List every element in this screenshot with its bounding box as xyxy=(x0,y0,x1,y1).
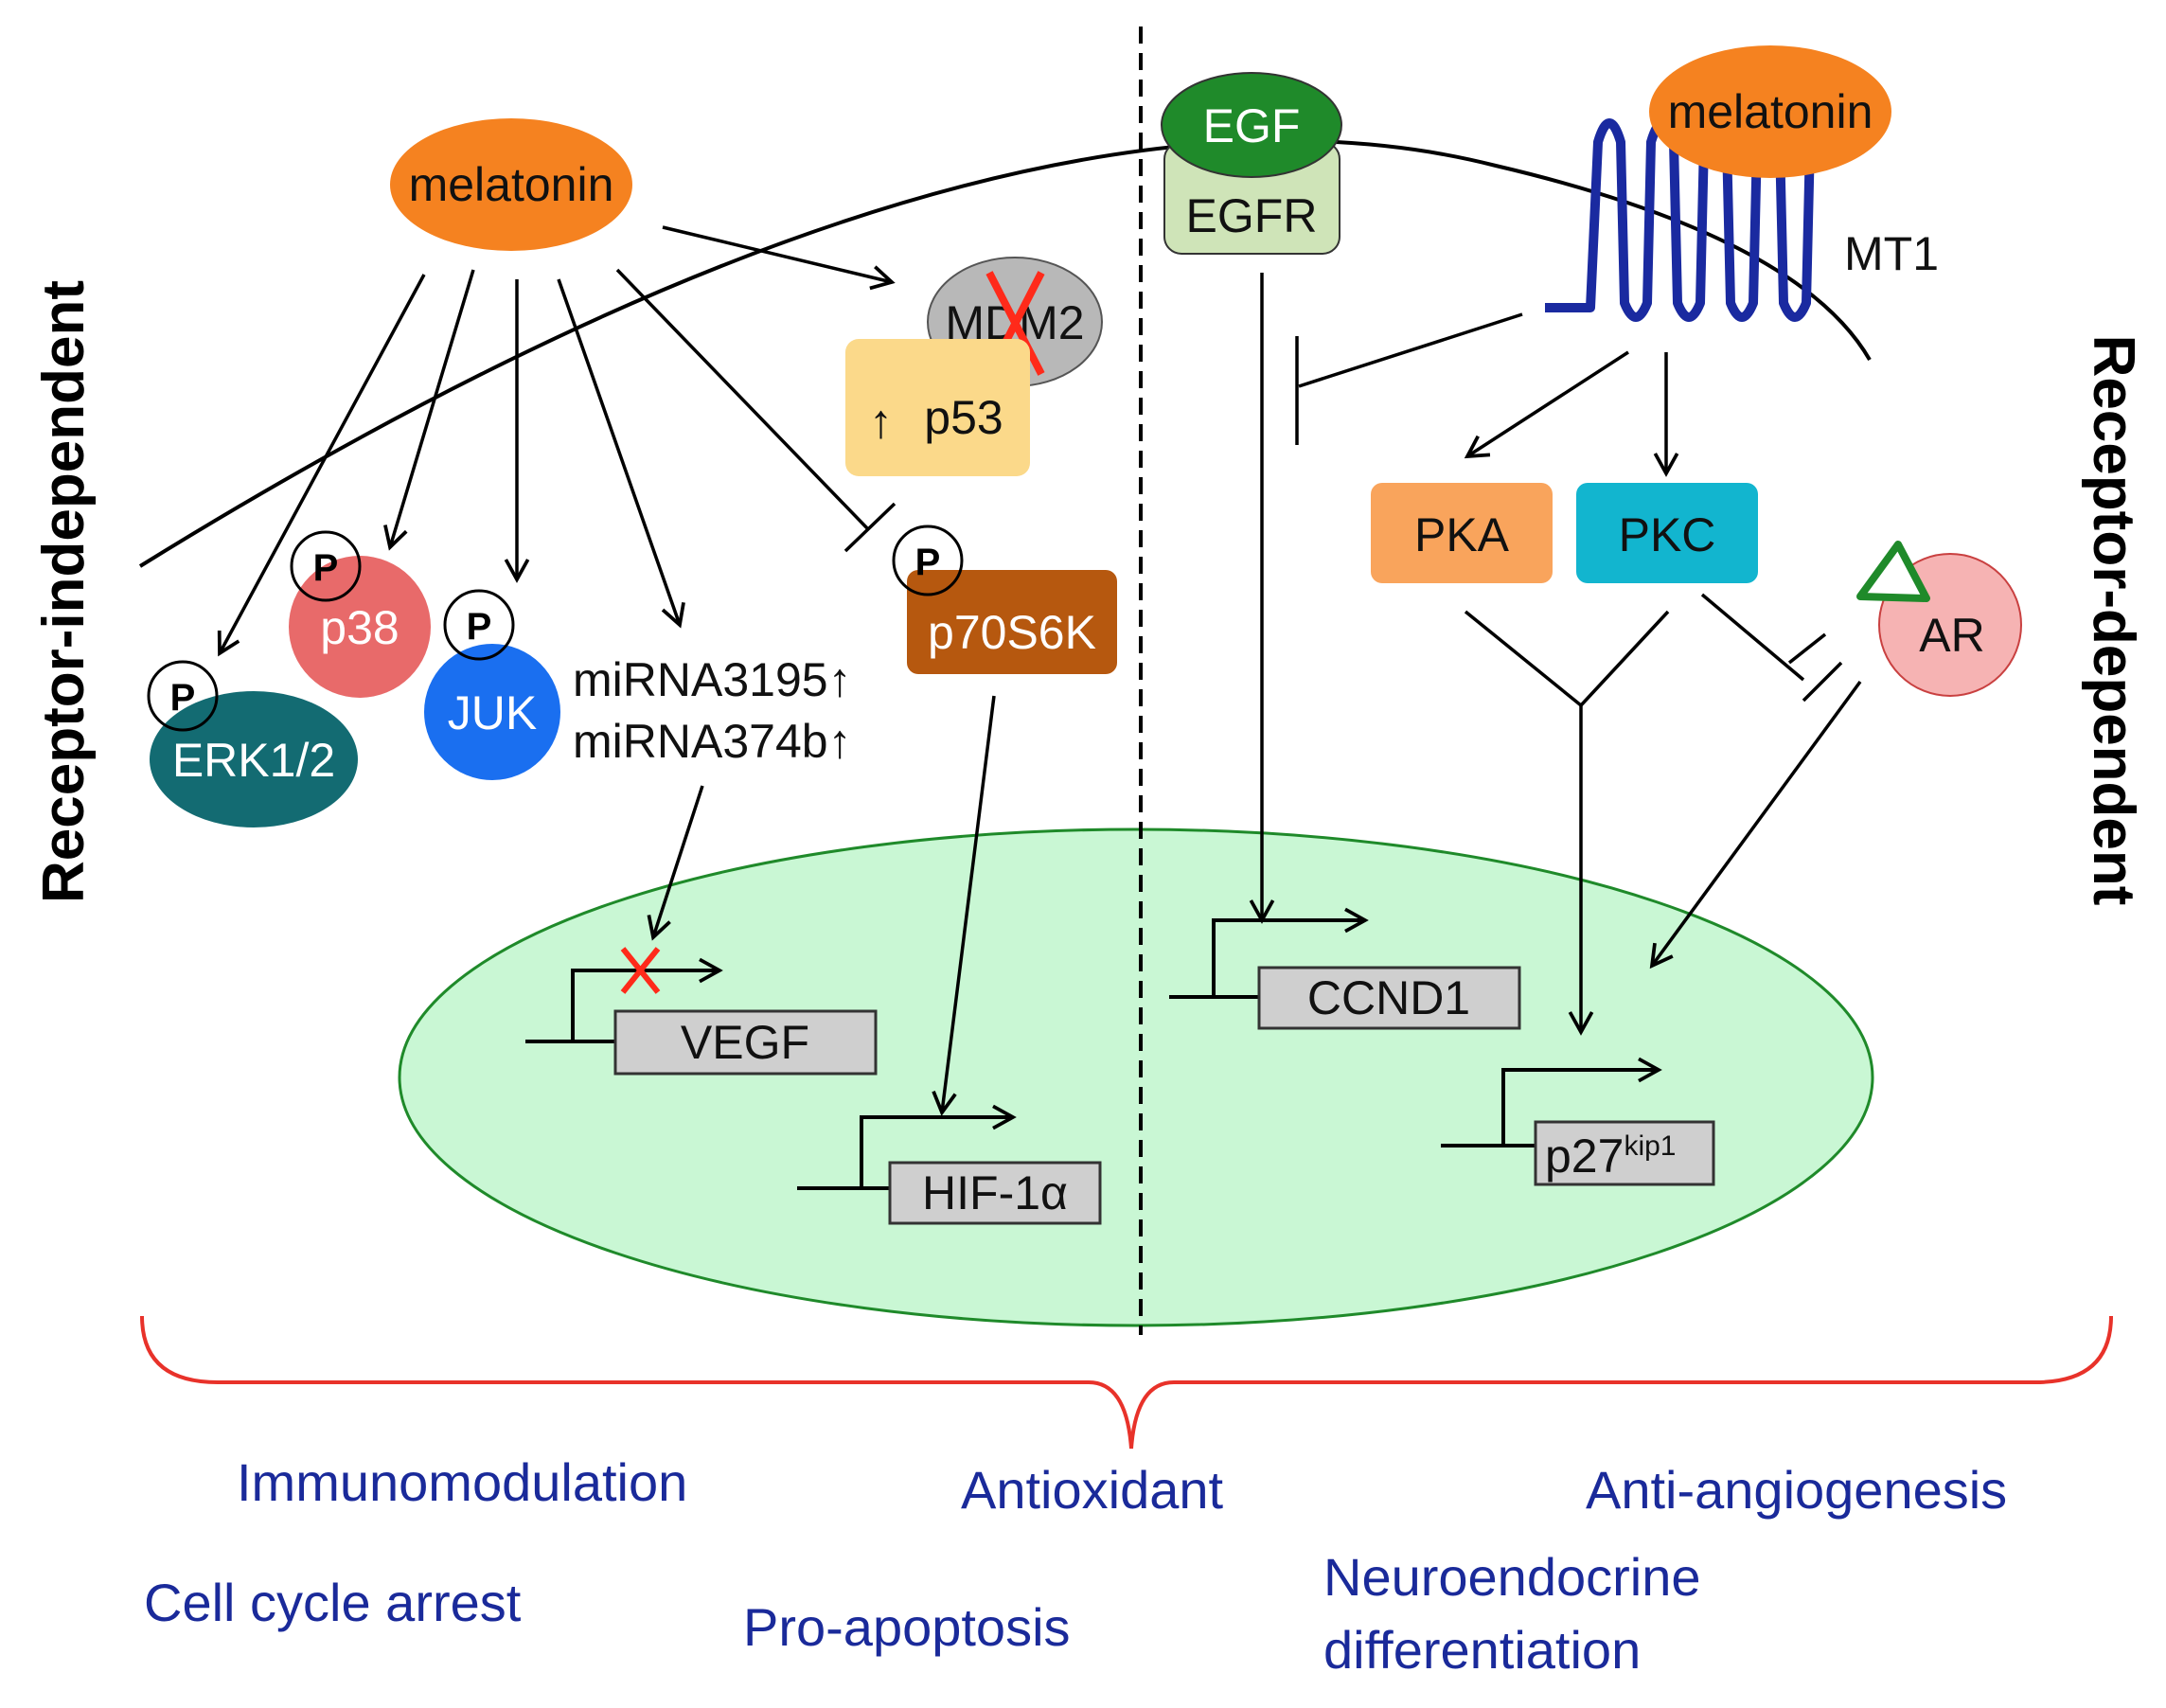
egf-label: EGF xyxy=(1203,99,1301,152)
ar-ligand-icon xyxy=(1856,541,1930,602)
melatonin-right-node xyxy=(1649,45,1891,178)
ccnd1-label: CCND1 xyxy=(1307,971,1470,1024)
ar-label: AR xyxy=(1919,609,1984,662)
p70s6k-node xyxy=(907,570,1117,674)
outcome-immunomodulation: Immunomodulation xyxy=(237,1452,687,1512)
egfr-label: EGFR xyxy=(1186,189,1318,242)
erk-label: ERK1/2 xyxy=(172,734,335,787)
p38-phospho-icon xyxy=(290,530,362,602)
left-arrows xyxy=(217,225,996,1116)
p53-label: p53 xyxy=(924,391,1003,444)
p38-phospho-label: P xyxy=(313,547,339,589)
p38-label: p38 xyxy=(320,601,399,654)
p27-gene-box xyxy=(1534,1120,1715,1186)
receptor-dependent-label: Receptor-dependent xyxy=(2081,335,2146,906)
pkc-label: PKC xyxy=(1619,508,1716,561)
right-arrows xyxy=(1249,273,1862,1036)
pka-node xyxy=(1371,483,1553,583)
ccnd1-gene-box xyxy=(1257,966,1521,1030)
hif-gene-box xyxy=(888,1161,1102,1225)
hif-label: HIF-1α xyxy=(922,1166,1068,1219)
melatonin-left-node xyxy=(390,118,632,251)
outcome-neuroendocrine-line1: Neuroendocrine xyxy=(1323,1547,1700,1607)
outcome-bracket xyxy=(140,1315,2113,1450)
pka-label: PKA xyxy=(1414,508,1510,561)
vegf-block-icon xyxy=(620,947,661,994)
p70s6k-phospho-icon xyxy=(892,525,964,596)
mirna3195-label: miRNA3195↑ xyxy=(573,653,852,706)
ccnd1-promoter-icon xyxy=(1169,907,1369,999)
p53-node xyxy=(845,339,1030,476)
juk-phospho-icon xyxy=(443,589,515,661)
vegf-label: VEGF xyxy=(681,1016,809,1069)
juk-label: JUK xyxy=(448,686,537,739)
melatonin-right-label: melatonin xyxy=(1668,85,1873,138)
erk-phospho-icon xyxy=(147,660,219,732)
hif-promoter-icon xyxy=(797,1104,1017,1190)
erk-phospho-label: P xyxy=(170,677,196,719)
outcome-anti-angiogenesis: Anti-angiogenesis xyxy=(1586,1460,2007,1520)
nucleus xyxy=(398,827,1874,1327)
outcome-neuroendocrine-line2: differentiation xyxy=(1323,1620,1641,1680)
p27-label: p27kip1 xyxy=(1545,1130,1676,1183)
vegf-gene-box xyxy=(613,1009,878,1076)
outcome-pro-apoptosis: Pro-apoptosis xyxy=(743,1597,1071,1657)
juk-node xyxy=(424,644,560,780)
vegf-promoter-icon xyxy=(525,957,723,1043)
egf-node xyxy=(1161,72,1342,178)
mirna374b-label: miRNA374b↑ xyxy=(573,715,852,768)
pkc-node xyxy=(1576,483,1758,583)
p53-up-icon: ↑ xyxy=(869,395,893,448)
outcome-antioxidant: Antioxidant xyxy=(961,1460,1224,1520)
outcome-cell-cycle-arrest: Cell cycle arrest xyxy=(144,1573,522,1632)
receptor-independent-label: Receptor-independent xyxy=(31,280,97,903)
melatonin-left-label: melatonin xyxy=(409,158,614,211)
p70s6k-label: p70S6K xyxy=(928,606,1096,659)
p70s6k-phospho-label: P xyxy=(915,542,941,583)
p27-promoter-icon xyxy=(1441,1057,1662,1148)
juk-phospho-label: P xyxy=(467,606,492,648)
p38-node xyxy=(289,556,431,698)
mt1-label: MT1 xyxy=(1844,227,1939,280)
